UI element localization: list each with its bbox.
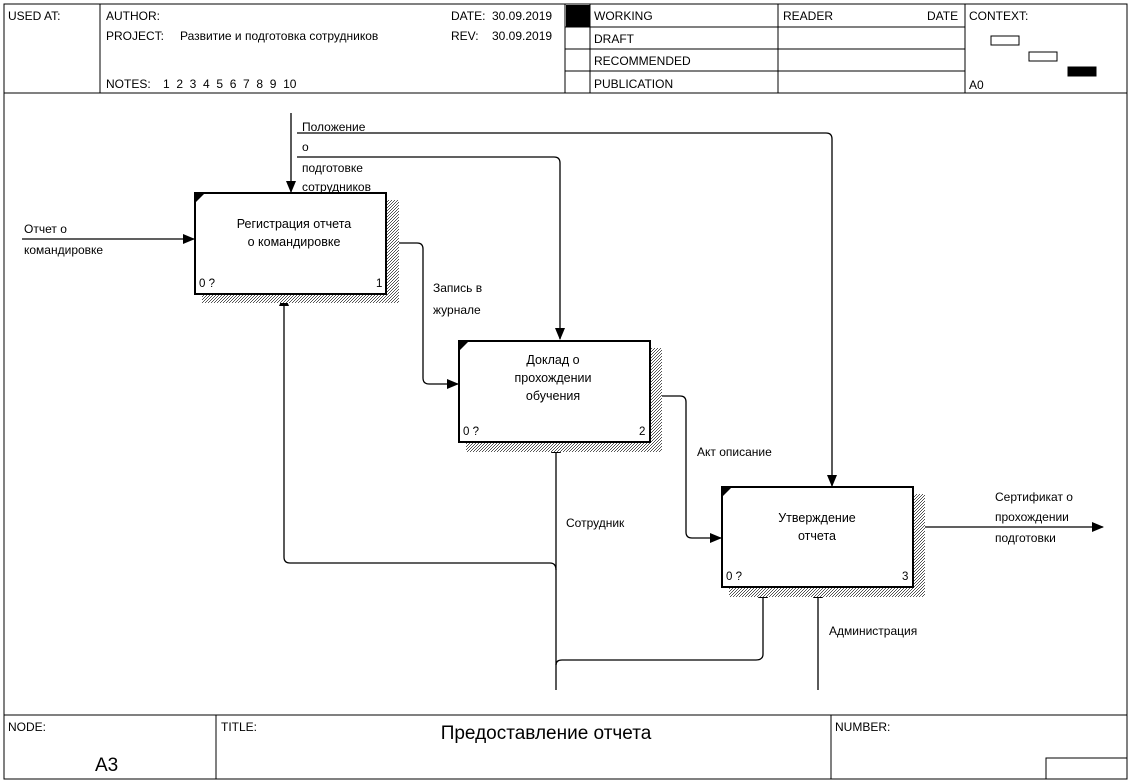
reader-date-label: DATE [927,9,958,23]
label-regulation-line-1: Положение [302,120,366,134]
box-3-title-line-2: отчета [798,529,836,543]
context-thumbnail [990,35,1097,77]
arrow-act-description [650,395,722,543]
notes-numbers: 1 2 3 4 5 6 7 8 9 10 [163,77,297,91]
box-2-cost: 0 ? [463,426,479,438]
date-label: DATE: [451,9,485,23]
header-frame [3,3,1128,94]
box-1-title-line-2: о командировке [248,235,341,249]
arrow-employee-to-box3 [555,586,768,666]
box-2-title-line-1: Доклад о [526,353,579,367]
box-2-title-line-2: прохождении [515,371,592,385]
status-recommended: RECOMMENDED [594,54,691,68]
status-working: WORKING [594,9,653,23]
box-1-number: 1 [376,278,382,290]
project-label: PROJECT: [106,29,164,43]
box-2-number: 2 [639,426,645,438]
box-3-title-line-1: Утверждение [778,511,856,525]
label-journal-line-2: журнале [433,303,481,317]
label-certificate-line-1: Сертификат о [995,490,1073,504]
box-3-number: 3 [902,571,908,583]
working-status-marker [566,5,590,27]
rev-label: REV: [451,29,479,43]
arrows [22,113,1104,690]
number-label: NUMBER: [835,720,890,734]
box-1-cost: 0 ? [199,278,215,290]
label-certificate-line-3: подготовки [995,531,1056,545]
drawing-frame [3,93,1128,715]
label-act-description: Акт описание [697,445,772,459]
date-value: 30.09.2019 [492,9,552,23]
used-at-label: USED AT: [8,9,60,23]
author-label: AUTHOR: [106,9,160,23]
footer-frame [3,714,1128,780]
label-input-report-line-2: командировке [24,243,103,257]
label-input-report-line-1: Отчет о [24,222,67,236]
activity-box-2[interactable]: Доклад о прохождении обучения 0 ? 2 [458,340,662,452]
project-value: Развитие и подготовка сотрудников [180,29,378,43]
status-publication: PUBLICATION [594,77,673,91]
label-certificate-line-2: прохождении [995,510,1069,524]
label-employee: Сотрудник [566,516,625,530]
box-1-title-line-1: Регистрация отчета [237,217,352,231]
box-3-cost: 0 ? [726,571,742,583]
context-node: A0 [969,78,984,92]
label-regulation-line-2: о [302,140,309,154]
arrow-employee-to-box1 [279,294,557,571]
status-draft: DRAFT [594,32,635,46]
arrow-journal-entry [386,242,459,389]
notes-label: NOTES: [106,77,151,91]
title-label: TITLE: [221,720,257,734]
node-label: NODE: [8,720,46,734]
activity-box-3[interactable]: Утверждение отчета 0 ? 3 [721,486,925,597]
label-regulation-line-4: сотрудников [302,180,371,194]
arrow-regulation-to-box2 [297,156,565,340]
reader-label: READER [783,9,833,23]
node-value: A3 [95,755,118,776]
box-2-title-line-3: обучения [526,389,580,403]
label-regulation-line-3: подготовке [302,161,363,175]
arrow-regulation-to-box3 [297,132,837,487]
rev-value: 30.09.2019 [492,29,552,43]
diagram-title: Предоставление отчета [441,723,652,744]
label-administration: Администрация [829,624,917,638]
label-journal-line-1: Запись в [433,281,482,295]
activity-box-1[interactable]: Регистрация отчета о командировке 0 ? 1 [194,192,399,303]
context-label: CONTEXT: [969,9,1028,23]
